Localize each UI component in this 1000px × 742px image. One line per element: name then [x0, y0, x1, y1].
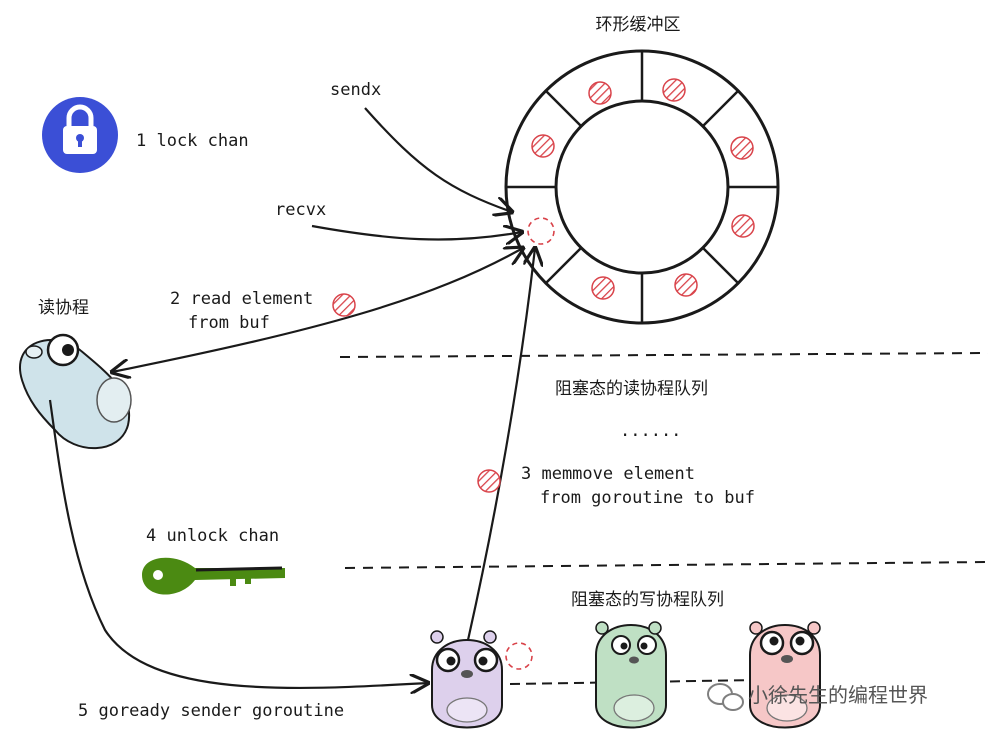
reader-label: 读协程 — [38, 298, 89, 318]
buffer-slot-element — [731, 214, 755, 238]
memmove-arrow — [466, 248, 535, 641]
step3-label-line1: 3 memmove element — [521, 464, 695, 484]
sender-gopher-pink-icon — [749, 621, 821, 729]
queue-separator-bottom — [344, 561, 989, 569]
step1-label: 1 lock chan — [136, 131, 249, 151]
watermark-text: 小徐先生的编程世界 — [748, 683, 928, 707]
recv-queue-ellipsis: ...... — [620, 421, 681, 441]
read-element-arrow — [112, 248, 523, 372]
goready-arrow — [48, 399, 428, 688]
wechat-icon — [707, 683, 744, 711]
buffer-slot-element — [662, 78, 686, 102]
send-queue-label: 阻塞态的写协程队列 — [571, 590, 724, 610]
buffer-slot-element — [730, 136, 754, 160]
buffer-slot-element — [674, 273, 698, 297]
reader-gopher-icon — [19, 333, 132, 450]
sendx-arrow — [364, 107, 512, 212]
sender-gopher-purple-icon — [430, 630, 503, 729]
key-icon — [142, 557, 285, 595]
memmove-element-icon — [477, 469, 501, 493]
buffer-slot-element — [531, 134, 555, 158]
buffer-slot-element — [588, 81, 612, 105]
queue-separator-top — [339, 352, 989, 358]
read-element-icon — [332, 293, 356, 317]
step4-label: 4 unlock chan — [146, 526, 279, 546]
lock-icon — [42, 97, 118, 173]
send-queue-link — [509, 679, 761, 685]
buffer-slot-element — [591, 276, 615, 300]
step2-label-line1: 2 read element — [170, 289, 313, 309]
ring-buffer — [504, 49, 780, 325]
ring-buffer-title: 环形缓冲区 — [596, 15, 681, 35]
step3-label-line2: from goroutine to buf — [540, 488, 755, 508]
step2-label-line2: from buf — [188, 313, 270, 333]
step5-label: 5 goready sender goroutine — [78, 701, 344, 721]
sendx-label: sendx — [330, 80, 381, 100]
empty-slot — [527, 217, 555, 245]
recvx-arrow — [311, 226, 522, 240]
sender-gopher-green-icon — [595, 621, 667, 729]
recv-queue-label: 阻塞态的读协程队列 — [555, 379, 708, 399]
waiting-element-slot — [505, 642, 533, 670]
recvx-label: recvx — [275, 200, 326, 220]
